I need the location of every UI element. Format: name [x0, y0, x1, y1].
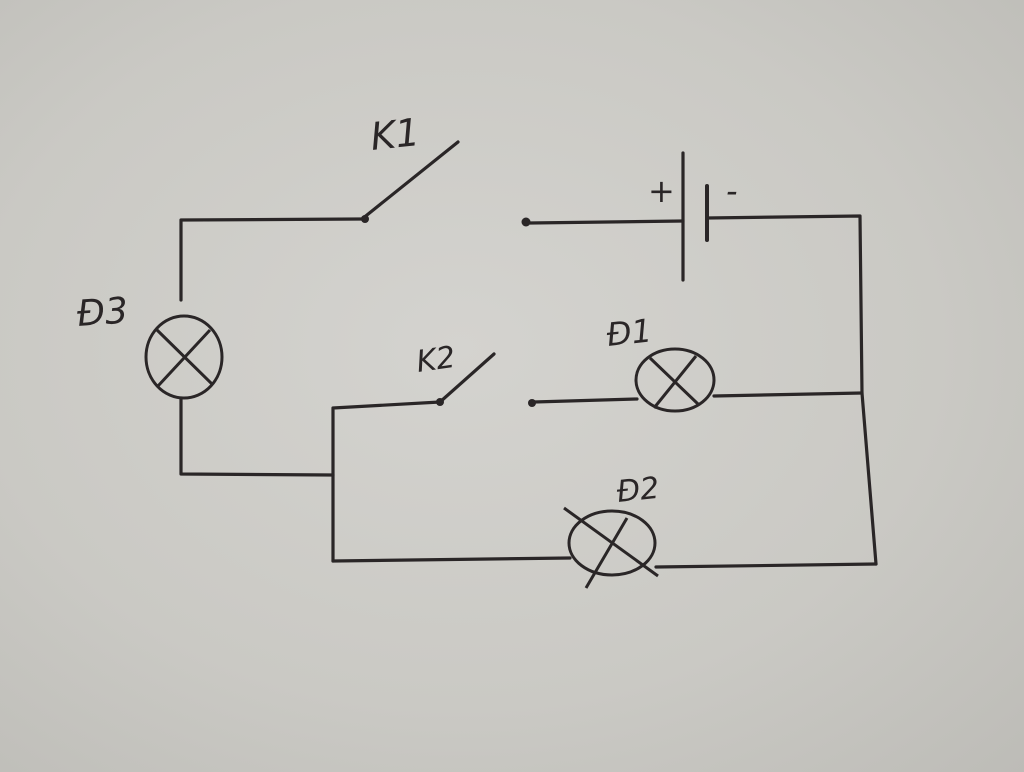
label-k2: K2: [414, 340, 457, 380]
battery-icon: [681, 151, 709, 282]
wire-to-battery: [528, 219, 685, 225]
wire-bottom-left: [331, 556, 572, 563]
switch-k1: [360, 140, 531, 227]
wire-junction: [331, 400, 442, 563]
label-d1: Đ1: [605, 311, 654, 354]
lamp-d2-icon: [563, 506, 659, 589]
label-battery-plus: +: [648, 172, 675, 210]
wire-bottom-right: [654, 562, 878, 569]
wire-d1-right: [712, 391, 864, 398]
lamp-d1-icon: [634, 347, 716, 413]
label-d2: Đ2: [615, 471, 661, 510]
label-d3: Đ3: [76, 291, 130, 335]
lamp-d3-icon: [144, 314, 224, 400]
wire-left-lower: [179, 396, 335, 477]
wire-top-left: [179, 217, 364, 302]
wire-right-rail: [705, 214, 878, 566]
label-battery-minus: -: [726, 172, 738, 210]
wire-to-d1: [532, 397, 639, 404]
switch-k1-contact: [521, 217, 531, 227]
label-k1: K1: [368, 110, 421, 159]
